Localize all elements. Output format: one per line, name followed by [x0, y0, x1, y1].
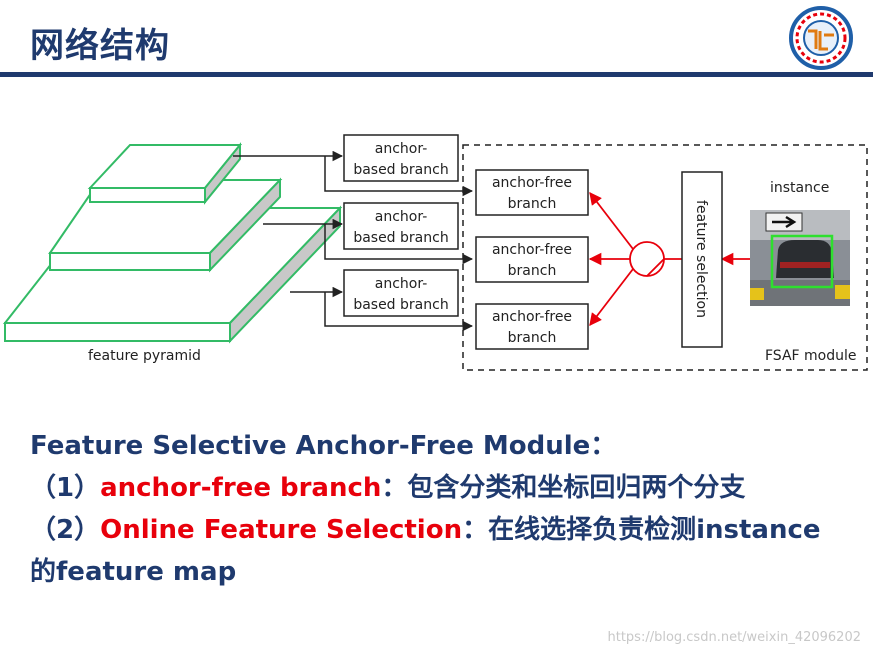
pyramid-level-top	[87, 142, 243, 205]
highlight-online-feature-selection: Online Feature Selection	[100, 515, 463, 545]
pyramid-to-anchor-based-arrows	[233, 150, 344, 298]
page-title: 网络结构	[30, 26, 170, 66]
caption-line4: 的feature map	[30, 557, 237, 587]
anchor-free-line1: anchor-free	[492, 309, 572, 325]
anchor-free-branch-2: anchor-free branch	[475, 236, 589, 283]
caption: Feature Selective Anchor-Free Module： （1…	[30, 425, 821, 593]
title-divider	[0, 72, 873, 77]
highlight-anchor-free-branch: anchor-free branch	[100, 473, 382, 503]
anchor-based-line1: anchor-	[375, 209, 428, 225]
anchor-free-line1: anchor-free	[492, 242, 572, 258]
feature-selection-label: feature selection	[693, 200, 709, 318]
feature-pyramid	[2, 142, 343, 344]
anchor-free-branch-1: anchor-free branch	[475, 169, 589, 216]
anchor-based-branch-1: anchor- based branch	[343, 134, 459, 182]
pyramid-to-anchor-free-arrows	[324, 156, 474, 332]
caption-line2: （1）anchor-free branch：包含分类和坐标回归两个分支	[30, 473, 746, 503]
anchor-based-line1: anchor-	[375, 276, 428, 292]
anchor-free-line1: anchor-free	[492, 175, 572, 191]
anchor-based-branch-2: anchor- based branch	[343, 202, 459, 250]
anchor-based-line2: based branch	[353, 162, 448, 178]
caption-line1: Feature Selective Anchor-Free Module：	[30, 431, 617, 461]
watermark: https://blog.csdn.net/weixin_42096202	[607, 630, 861, 645]
university-logo	[789, 6, 853, 70]
anchor-based-line1: anchor-	[375, 141, 428, 157]
anchor-based-line2: based branch	[353, 230, 448, 246]
selection-node	[629, 241, 665, 277]
fsaf-module-label: FSAF module	[765, 348, 857, 364]
anchor-based-line2: based branch	[353, 297, 448, 313]
anchor-free-line2: branch	[508, 196, 557, 212]
feature-selection-arrows	[588, 192, 750, 326]
instance-photo	[750, 210, 850, 306]
feature-selection-box: feature selection	[681, 171, 723, 348]
pyramid-label: feature pyramid	[88, 348, 201, 364]
fsaf-architecture-diagram: feature pyramid anchor- based branch anc…	[2, 134, 868, 371]
anchor-free-line2: branch	[508, 263, 557, 279]
fsaf-module-boundary	[462, 144, 868, 371]
caption-line3: （2）Online Feature Selection：在线选择负责检测inst…	[30, 515, 821, 545]
anchor-based-branch-3: anchor- based branch	[343, 269, 459, 317]
anchor-free-branch-3: anchor-free branch	[475, 303, 589, 350]
instance-label: instance	[770, 180, 829, 196]
anchor-free-line2: branch	[508, 330, 557, 346]
